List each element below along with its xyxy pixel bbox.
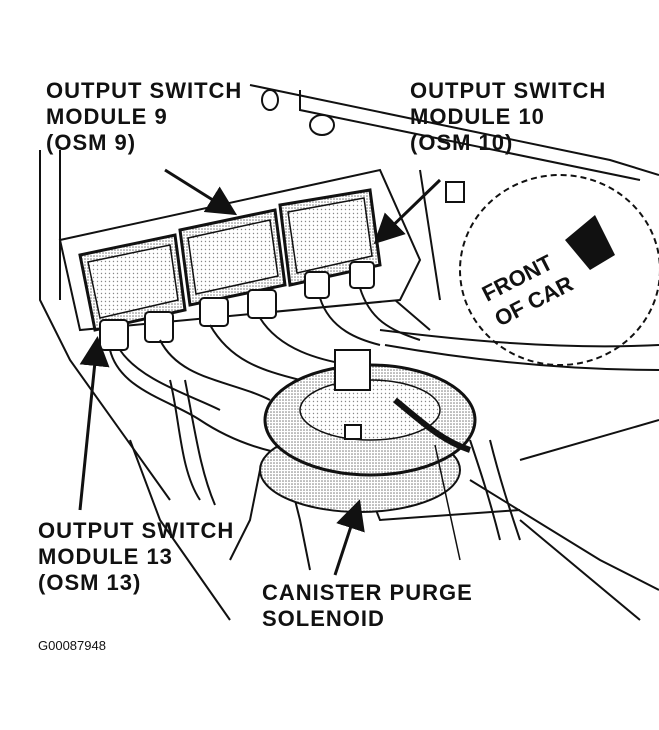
front-arrow-icon (565, 215, 615, 270)
front-of-car-badge (459, 174, 659, 366)
osm10-label-line3: (OSM 10) (410, 130, 514, 155)
osm13-label-line1: OUTPUT SWITCH (38, 518, 235, 543)
figure-code: G00087948 (38, 638, 106, 653)
osm13-arrow (78, 336, 110, 511)
purge-label: CANISTER PURGE SOLENOID (262, 580, 473, 632)
osm-13-module (178, 208, 287, 307)
bolt-icon (261, 89, 465, 203)
osm10-arrow (373, 178, 442, 245)
purge-arrow (333, 499, 365, 576)
module-connectors (99, 261, 375, 351)
canister-purge-solenoid (259, 349, 477, 513)
purge-label-line2: SOLENOID (262, 606, 385, 631)
purge-label-line1: CANISTER PURGE (262, 580, 473, 605)
purge-leader (434, 444, 461, 561)
osm13-label: OUTPUT SWITCH MODULE 13 (OSM 13) (38, 518, 234, 596)
osm13-label-line2: MODULE 13 (38, 544, 173, 569)
osm9-label-line2: MODULE 9 (46, 104, 168, 129)
osm10-label-line2: MODULE 10 (410, 104, 545, 129)
osm13-label-line3: (OSM 13) (38, 570, 142, 595)
osm10-label: OUTPUT SWITCH MODULE 10 (OSM 10) (410, 78, 606, 156)
osm10-label-line1: OUTPUT SWITCH (410, 78, 607, 103)
osm9-arrow (164, 168, 238, 216)
osm9-label-line3: (OSM 9) (46, 130, 137, 155)
osm9-label: OUTPUT SWITCH MODULE 9 (OSM 9) (46, 78, 242, 156)
pointer-arrows (78, 168, 461, 576)
osm9-label-line1: OUTPUT SWITCH (46, 78, 243, 103)
osm-9-module (78, 233, 187, 332)
